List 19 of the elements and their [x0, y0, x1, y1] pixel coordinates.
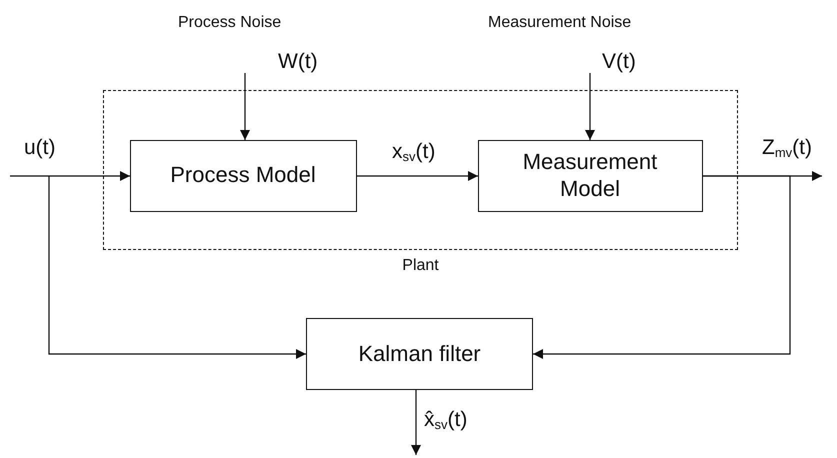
- arrow: [533, 175, 791, 359]
- edge-label: V(t): [602, 50, 636, 74]
- group-label: Plant: [401, 257, 440, 275]
- edge-label: W(t): [278, 50, 318, 74]
- edge-label: x̂$_{sv}$(t): [424, 408, 468, 432]
- edge-label: x$_{sv}$(t): [392, 140, 436, 164]
- arrow: [10, 171, 130, 181]
- edge-label: u(t): [24, 136, 56, 160]
- process-box: Measurement Model: [478, 140, 702, 212]
- process-box: Process Model: [130, 140, 356, 212]
- signal-caption: Process Noise: [178, 14, 282, 32]
- edge-label: Z$_{mv}$(t): [762, 136, 812, 160]
- arrow: [48, 176, 306, 359]
- signal-caption: Measurement Noise: [488, 14, 632, 32]
- arrow: [240, 73, 250, 140]
- arrow: [357, 171, 478, 181]
- process-box: Kalman filter: [306, 318, 533, 390]
- arrow: [585, 73, 595, 140]
- arrow: [411, 390, 421, 455]
